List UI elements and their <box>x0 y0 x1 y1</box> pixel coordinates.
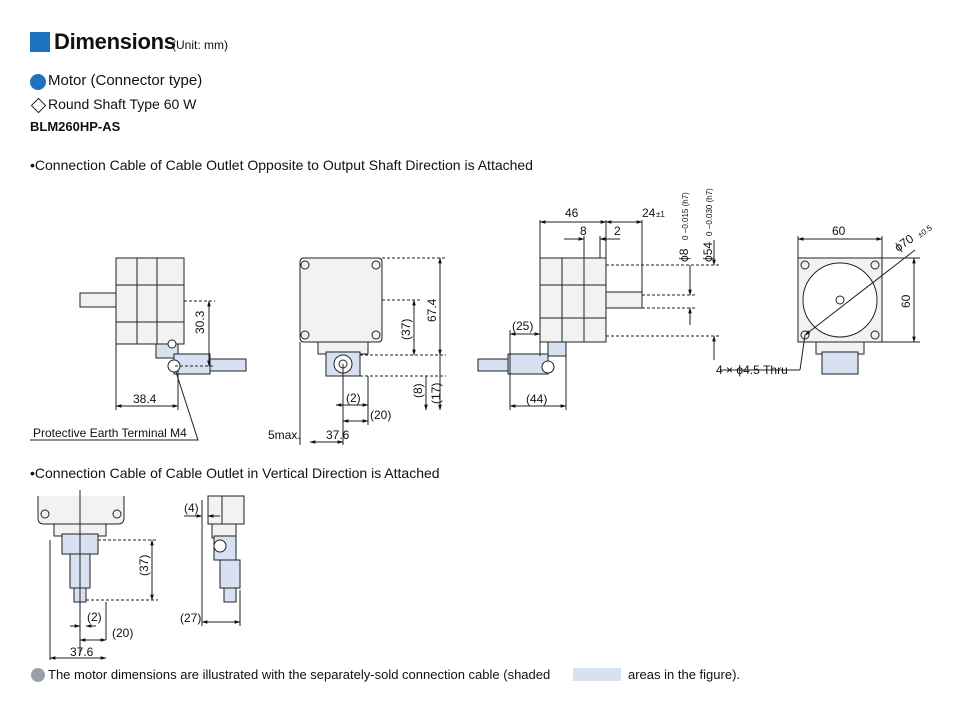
note-text-end: areas in the figure). <box>628 667 741 682</box>
dim-phi8: ϕ8 <box>677 248 691 262</box>
note-bullet-icon <box>31 668 45 682</box>
shade-swatch <box>573 668 621 681</box>
cable <box>477 358 509 372</box>
shaft <box>79 292 117 308</box>
section-heading-text: Connection Cable of Cable Outlet in Vert… <box>34 465 440 481</box>
dim-8: (8) <box>411 383 425 398</box>
cable-connector <box>507 353 549 375</box>
dim-24: 24 <box>642 206 656 220</box>
dim-phi70: ϕ70 <box>892 231 917 254</box>
unit-label: (Unit: mm) <box>172 38 228 52</box>
dim-phi70-tol: ±0.5 <box>916 223 934 240</box>
pe-terminal-icon <box>167 339 177 349</box>
connector-shade <box>821 351 859 375</box>
dim-phi54: ϕ54 <box>701 242 715 262</box>
section-heading-opposite: •Connection Cable of Cable Outlet Opposi… <box>30 157 533 173</box>
dim-24-tol: ±1 <box>656 210 665 219</box>
side-view-drawing <box>30 257 247 441</box>
dim-2: (2) <box>346 391 361 405</box>
dim-phi54-tol: 0 −0.030 (h7) <box>705 188 714 236</box>
dim-38-4: 38.4 <box>133 392 157 406</box>
pe-terminal-label: Protective Earth Terminal M4 <box>33 426 187 440</box>
dim-4: (4) <box>184 501 199 515</box>
dim-67-4: 67.4 <box>425 298 439 322</box>
vertical-side-view-drawing <box>184 495 245 626</box>
vertical-end-view-drawing <box>37 490 158 660</box>
dim-37-vertical: (37) <box>137 555 151 576</box>
section-heading-text: Connection Cable of Cable Outlet Opposit… <box>34 157 533 173</box>
dim-27: (27) <box>180 611 201 625</box>
title-square-icon <box>30 32 50 52</box>
dim-20-vertical: (20) <box>112 626 133 640</box>
cable-connector <box>219 559 241 589</box>
dim-46: 46 <box>565 206 579 220</box>
page-title: Dimensions <box>54 29 176 54</box>
front-view-drawing <box>720 236 920 375</box>
dim-8-top: 8 <box>580 224 587 238</box>
dim-17: (17) <box>429 383 443 404</box>
motor-body <box>207 495 245 525</box>
dim-2-top: 2 <box>614 224 621 238</box>
pilot <box>802 262 878 338</box>
dim-37-6-vertical: 37.6 <box>70 645 94 659</box>
dim-60-width: 60 <box>832 224 846 238</box>
side-view-2-drawing <box>477 220 720 410</box>
cable <box>223 587 237 603</box>
dim-phi8-tol: 0 −0.015 (h7) <box>681 192 690 240</box>
bullet-circle-icon <box>30 74 46 90</box>
dim-44: (44) <box>526 392 547 406</box>
dim-25: (25) <box>512 319 533 333</box>
motor-body <box>115 257 185 345</box>
cable <box>209 358 247 372</box>
shaft <box>605 291 643 309</box>
dim-5max: 5max. <box>268 428 301 442</box>
dim-37-6: 37.6 <box>326 428 350 442</box>
dim-2-vertical: (2) <box>87 610 102 624</box>
note-text: The motor dimensions are illustrated wit… <box>48 667 551 682</box>
end-view-drawing <box>299 257 446 445</box>
section-heading-vertical: •Connection Cable of Cable Outlet in Ver… <box>30 465 440 481</box>
dim-20: (20) <box>370 408 391 422</box>
flange-outline <box>299 257 383 343</box>
holes-label: 4 × ϕ4.5 Thru <box>716 363 788 377</box>
shaft-type-label: Round Shaft Type 60 W <box>48 96 197 112</box>
motor-type-label: Motor (Connector type) <box>48 72 203 89</box>
motor-body <box>539 257 607 343</box>
dim-37: (37) <box>399 319 413 340</box>
dim-30-3: 30.3 <box>193 310 207 334</box>
dim-60-height: 60 <box>899 294 913 308</box>
model-name: BLM260HP-AS <box>30 119 121 134</box>
